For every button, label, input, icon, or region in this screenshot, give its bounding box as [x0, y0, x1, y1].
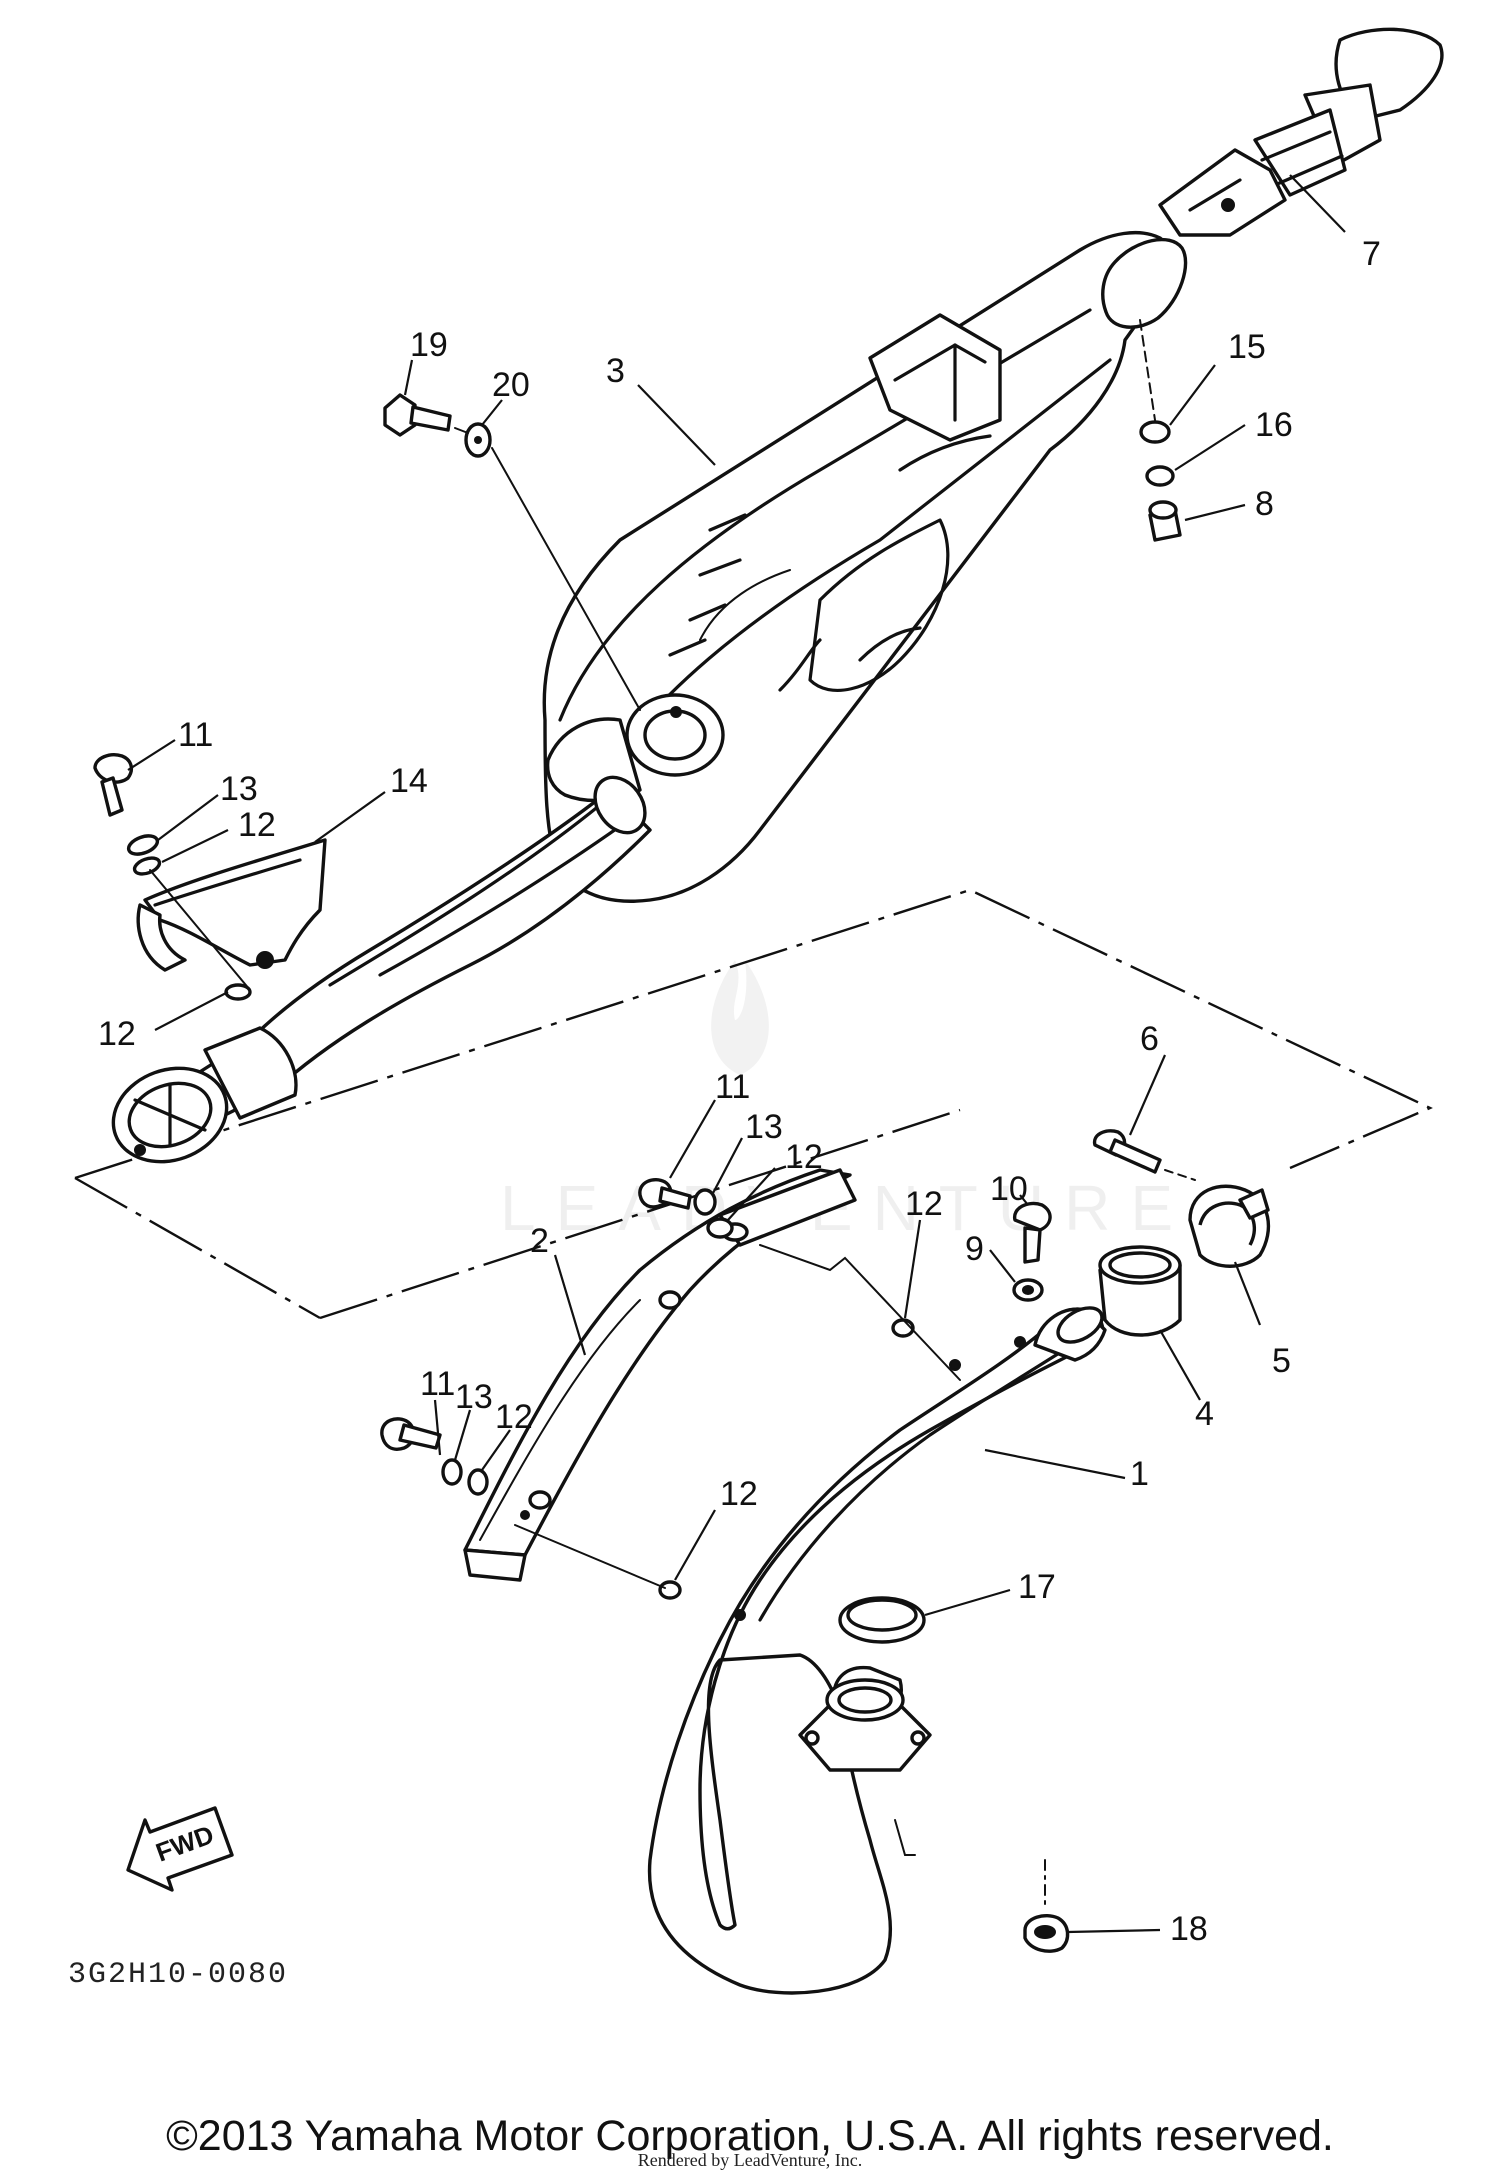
callout-16: 16	[1255, 406, 1293, 444]
assembly-boundary-top	[319, 1108, 961, 1320]
callout-6: 6	[1140, 1020, 1159, 1058]
heat-protector-2	[463, 1168, 857, 1582]
callout-13-protector-lower: 13	[455, 1378, 493, 1416]
exhaust-pipe-1	[647, 1306, 1107, 1995]
callout-8: 8	[1255, 485, 1274, 523]
assembly-boundary-left	[74, 1176, 321, 1320]
bracket-14-assembly	[93, 753, 327, 1001]
callout-12-bracket-lower: 12	[98, 1015, 136, 1053]
diagram-code: 3G2H10-0080	[68, 1958, 288, 1992]
callout-19: 19	[410, 326, 448, 364]
callout-4: 4	[1195, 1395, 1214, 1433]
callout-15: 15	[1228, 328, 1266, 366]
rendered-by-credit: Rendered by LeadVenture, Inc.	[637, 2150, 863, 2170]
callout-12-upper-left: 12	[238, 806, 276, 844]
forward-arrow: FWD	[126, 1806, 234, 1892]
callout-5: 5	[1272, 1342, 1291, 1380]
callout-1: 1	[1130, 1455, 1149, 1493]
washer-16	[1145, 465, 1175, 487]
callout-12-pipe: 12	[720, 1475, 758, 1513]
callout-18: 18	[1170, 1910, 1208, 1948]
nut-18	[1023, 1859, 1070, 1953]
muffler	[542, 231, 1188, 903]
callout-17: 17	[1018, 1568, 1056, 1606]
fasteners-muffler-rear	[1139, 319, 1182, 542]
tail-pipe	[1158, 27, 1444, 237]
callout-12-protector-right: 12	[905, 1185, 943, 1223]
callout-20: 20	[492, 366, 530, 404]
muffler-inlet-pipe	[111, 775, 652, 1164]
callouts: 7 15 16 8 3 19 20 11 13 12 14 12 6 11 13…	[98, 235, 1381, 1948]
callout-2: 2	[530, 1222, 549, 1260]
gasket-17	[838, 1596, 926, 1644]
callout-14: 14	[390, 762, 428, 800]
callout-13-protector-upper: 13	[745, 1108, 783, 1146]
copyright-notice: ©2013 Yamaha Motor Corporation, U.S.A. A…	[166, 2112, 1334, 2160]
callout-11-upper-left: 11	[178, 716, 213, 754]
washer-15	[1139, 420, 1171, 444]
fasteners-heat-protector	[380, 1177, 961, 1600]
callout-7: 7	[1362, 235, 1381, 273]
callout-11-protector-upper: 11	[715, 1068, 750, 1106]
callout-12-protector-upper: 12	[785, 1138, 823, 1176]
callout-3: 3	[606, 352, 625, 390]
callout-12-protector-lower: 12	[495, 1398, 533, 1436]
callout-13-upper-left: 13	[220, 770, 258, 808]
callout-10: 10	[990, 1170, 1028, 1208]
callout-11-protector-lower: 11	[420, 1365, 455, 1403]
bolt-19-washer-20	[383, 393, 641, 711]
callout-9: 9	[965, 1230, 984, 1268]
assembly-boundary	[74, 888, 1433, 1180]
pipe-joint-hardware	[1012, 1129, 1271, 1337]
leader-lines	[127, 174, 1346, 1934]
